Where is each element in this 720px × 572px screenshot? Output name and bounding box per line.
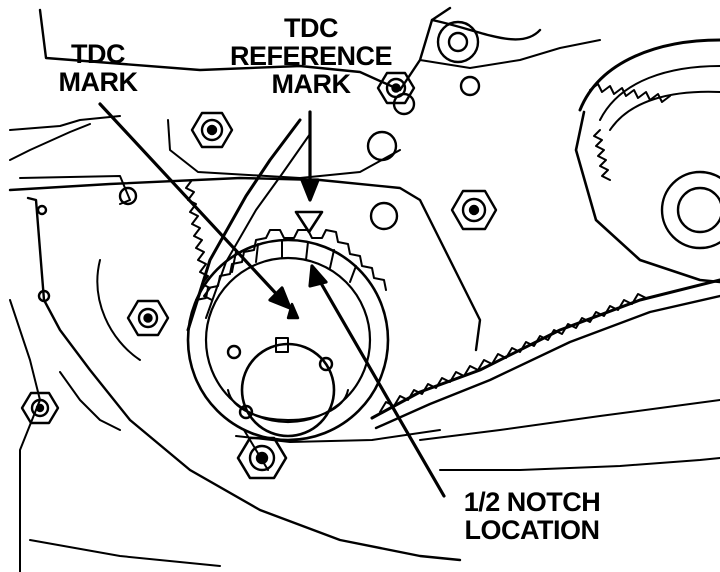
upper-bolts bbox=[190, 71, 498, 231]
tdc-ref-line-1: TDC bbox=[284, 13, 339, 43]
notch-line-1: 1/2 NOTCH bbox=[463, 487, 601, 517]
front-cover-housing bbox=[8, 115, 720, 572]
half-notch-location-label: 1/2 NOTCH LOCATION bbox=[452, 488, 612, 544]
crankshaft-sprocket bbox=[186, 229, 441, 480]
tdc-mark-line-1: TDC bbox=[71, 39, 126, 69]
tdc-reference-mark-label: TDC REFERENCE MARK bbox=[222, 14, 400, 98]
tdc-mark-line-2: MARK bbox=[58, 67, 139, 97]
timing-belt bbox=[185, 118, 720, 430]
camshaft-sprocket bbox=[574, 38, 720, 284]
tdc-ref-line-3: MARK bbox=[271, 69, 352, 99]
leader-arrows bbox=[98, 102, 446, 498]
tdc-reference-triangle bbox=[294, 210, 324, 234]
tdc-mark-label: TDC MARK bbox=[42, 40, 154, 96]
notch-line-2: LOCATION bbox=[464, 515, 600, 545]
tdc-ref-line-2: REFERENCE bbox=[229, 41, 393, 71]
housing-bolts bbox=[20, 299, 170, 425]
upper-engine-casting bbox=[38, 6, 601, 231]
